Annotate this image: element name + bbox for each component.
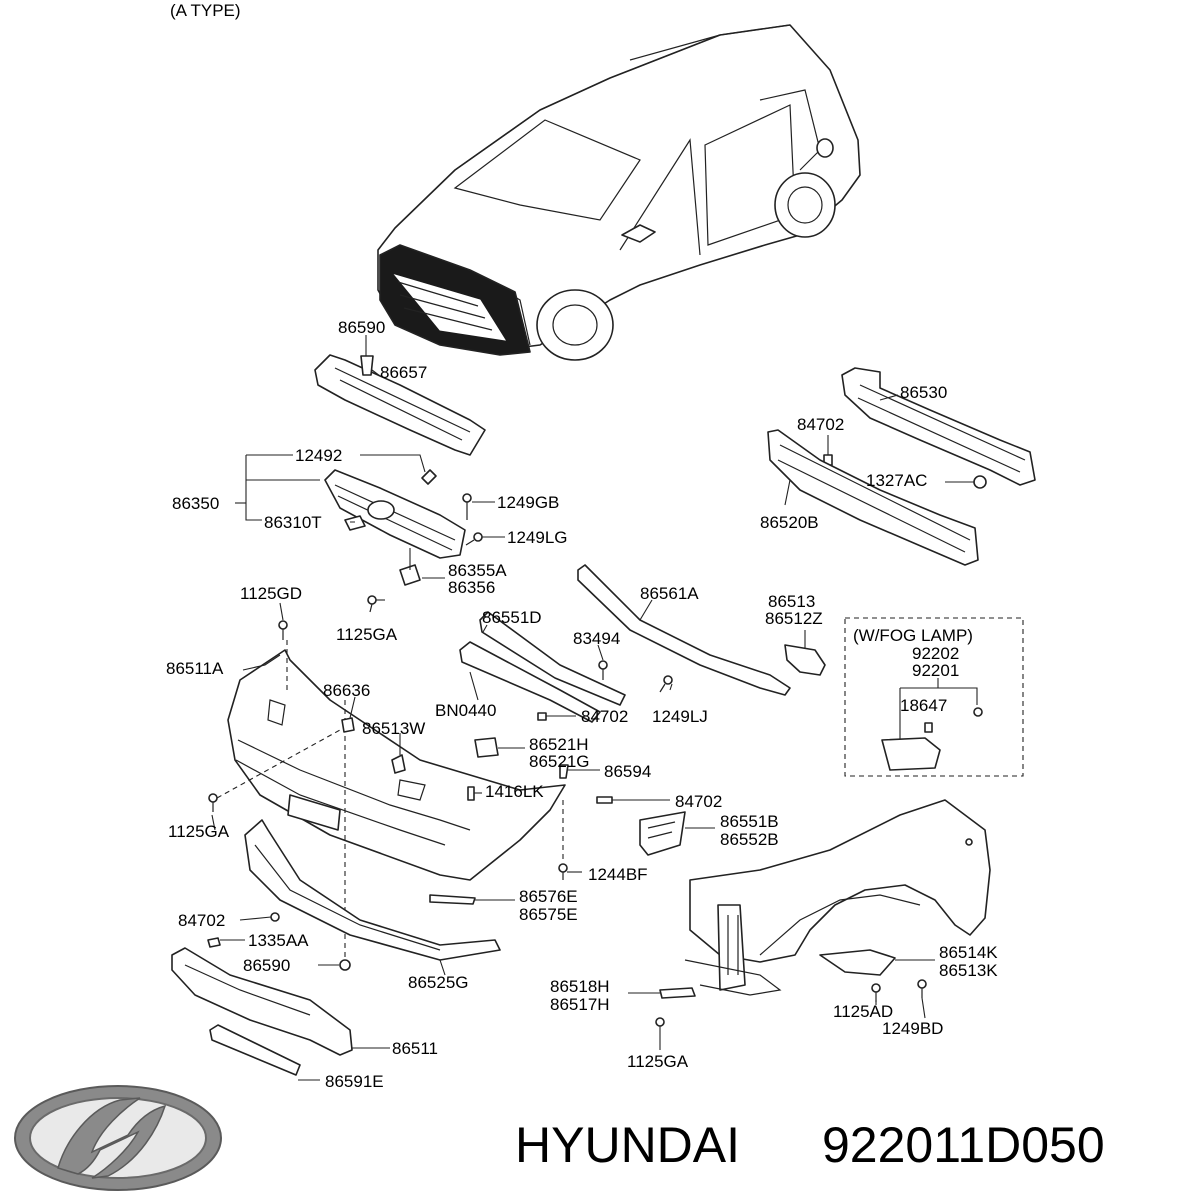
skid-plate-shape: [171, 947, 353, 1056]
vehicle-illustration: [377, 24, 861, 361]
part-label: 86657: [380, 363, 427, 382]
part-label: 1327AC: [866, 471, 927, 490]
part-label: 18647: [900, 696, 947, 715]
part-label: 86520B: [760, 513, 819, 532]
part-label: 86355A: [448, 561, 507, 580]
part-label: 84702: [581, 707, 628, 726]
strip-86561a-shape: [577, 564, 791, 696]
hyundai-logo-icon: [14, 1085, 222, 1191]
part-labels: (A TYPE) (W/FOG LAMP) 86590 86657 12492 …: [166, 1, 998, 1091]
fender-shape: [689, 799, 991, 963]
clip-shape: [360, 355, 374, 376]
part-label: 1249GB: [497, 493, 559, 512]
part-label: 86521G: [529, 752, 590, 771]
fog-lamp-label: (W/FOG LAMP): [853, 626, 973, 645]
part-label: 86356: [448, 578, 495, 597]
part-label: 84702: [797, 415, 844, 434]
part-label: 86575E: [519, 905, 578, 924]
part-label: 1125AD: [833, 1002, 893, 1021]
part-label: 86512Z: [765, 609, 823, 628]
type-label: (A TYPE): [170, 1, 241, 20]
part-label: 1416LK: [485, 782, 544, 801]
energy-absorber-shape: [767, 429, 979, 566]
part-label: 86517H: [550, 995, 610, 1014]
part-label: 86590: [243, 956, 290, 975]
part-label: 1125GD: [240, 584, 302, 603]
part-label: 1249LG: [507, 528, 568, 547]
part-label: 86513: [768, 592, 815, 611]
part-label: 1244BF: [588, 865, 648, 884]
part-label: 86561A: [640, 584, 699, 603]
part-label: 12492: [295, 446, 342, 465]
part-label: 86513K: [939, 961, 998, 980]
part-label: 86513W: [362, 719, 425, 738]
part-label: 1125GA: [168, 822, 230, 841]
part-label: 86590: [338, 318, 385, 337]
part-label: 86551D: [482, 608, 542, 627]
brand-text: HYUNDAI: [515, 1117, 740, 1173]
part-label: 86636: [323, 681, 370, 700]
part-label: 86521H: [529, 735, 589, 754]
part-label: 92201: [912, 661, 959, 680]
part-label: 86591E: [325, 1072, 384, 1091]
part-label: 86350: [172, 494, 219, 513]
part-label: 86511A: [166, 659, 224, 678]
part-label: 84702: [675, 792, 722, 811]
part-label: 86310T: [264, 513, 322, 532]
leader-lines: [211, 335, 974, 1081]
strip-86551d-shape: [479, 611, 626, 706]
part-label: 86530: [900, 383, 947, 402]
part-label: 86594: [604, 762, 651, 781]
part-number-text: 922011D050: [822, 1117, 1105, 1173]
part-label: 86514K: [939, 943, 998, 962]
part-label: 86518H: [550, 977, 610, 996]
lower-lip-shape: [244, 819, 501, 961]
part-label: 1335AA: [248, 931, 309, 950]
part-label: 84702: [178, 911, 225, 930]
part-label: 86552B: [720, 830, 779, 849]
fog-lamp-box: [844, 617, 1024, 777]
part-label: 86511: [392, 1039, 438, 1058]
part-label: 86576E: [519, 887, 578, 906]
part-label: 86551B: [720, 812, 779, 831]
part-label: 1125GA: [336, 625, 398, 644]
part-label: 83494: [573, 629, 620, 648]
part-label: 1125GA: [627, 1052, 689, 1071]
part-label: 86525G: [408, 973, 469, 992]
strip-bn0440-shape: [459, 641, 601, 723]
part-label: 1249LJ: [652, 707, 708, 726]
part-label: BN0440: [435, 701, 496, 720]
part-label: 92202: [912, 644, 959, 663]
part-label: 1249BD: [882, 1019, 943, 1038]
grille-shape: [324, 469, 466, 559]
